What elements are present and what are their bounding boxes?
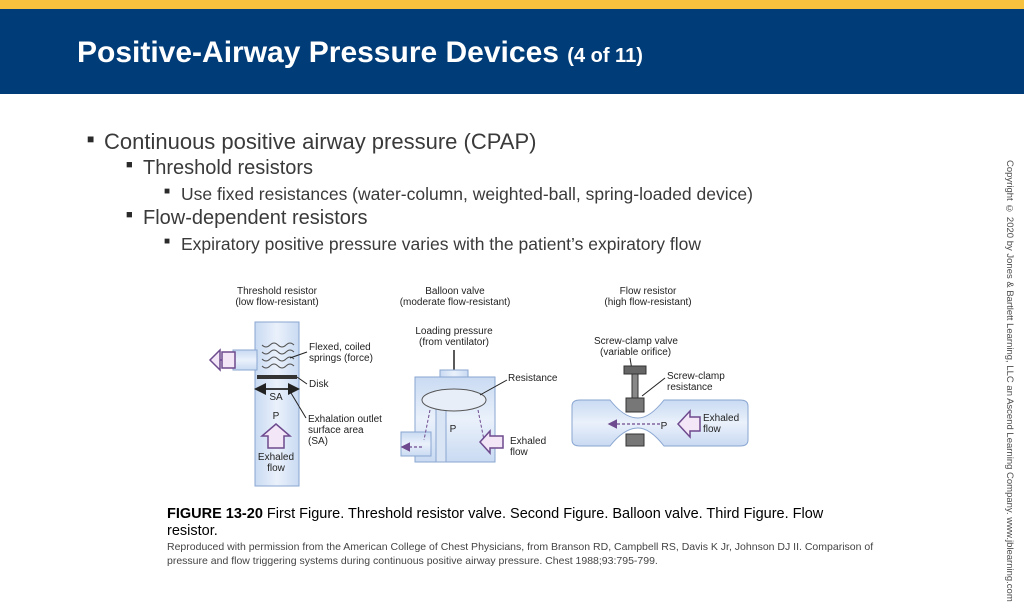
bullet-threshold: ■ Threshold resistors [126,157,314,180]
flow-exhaled-label-1: Exhaled [703,413,739,424]
loading-label-2: (from ventilator) [419,337,489,348]
balloon [421,388,487,412]
bullet-cpap: ■ Continuous positive airway pressure (C… [87,129,537,155]
threshold-tube [254,321,300,487]
bullet-threshold-detail: ■ Use fixed resistances (water-column, w… [164,184,753,205]
figure-caption-label: FIGURE 13-20 [167,506,263,522]
top-accent-stripe [0,0,1024,9]
threshold-subtitle: (low flow-resistant) [235,297,318,308]
bullet-threshold-text: Threshold resistors [143,157,314,179]
clamp-label-2: (variable orifice) [600,347,671,358]
bullet-marker: ■ [87,132,95,146]
screw-label-2: resistance [667,382,713,393]
springs-label-2: springs (force) [309,353,373,364]
bullet-flow-text: Flow-dependent resistors [143,207,368,229]
outlet-flow-arrow-body [221,351,236,369]
exhaled-flow-label-2: flow [267,463,286,474]
slide-title: Positive-Airway Pressure Devices (4 of 1… [77,36,643,70]
exhaled-flow-arrow [259,423,293,449]
balloon-exhaled-arrow [478,429,504,455]
balloon-outlet [400,431,432,457]
figure-caption-text: First Figure. Threshold resistor valve. … [167,506,824,539]
flow-p-label: P [661,421,668,432]
bullet-marker: ■ [126,159,133,171]
spring-coils [261,342,295,369]
balloon-flow-label-2: flow [510,447,529,458]
balloon-p-label: P [450,424,457,435]
outlet-leader [290,392,307,419]
balloon-valve-diagram: Balloon valve (moderate flow-resistant) … [400,286,558,463]
disk [257,375,297,379]
threshold-outlet [232,349,258,371]
copyright-notice: Copyright © 2020 by Jones & Bartlett Lea… [1004,160,1015,602]
threshold-title: Threshold resistor [237,286,318,297]
title-band [0,9,1024,94]
title-main: Positive-Airway Pressure Devices [77,36,559,69]
bullet-flow: ■ Flow-dependent resistors [126,207,368,230]
loading-label-1: Loading pressure [415,326,493,337]
balloon-flow-label-1: Exhaled [510,436,546,447]
bullet-flow-detail: ■ Expiratory positive pressure varies wi… [164,234,702,255]
flow-tube [571,399,749,447]
clamp-bottom [625,433,645,447]
bullet-marker: ■ [126,209,133,221]
sa-label: SA [269,392,283,403]
screw-leader [641,377,666,397]
resistance-leader [479,379,508,396]
figure-caption: FIGURE 13-20 First Figure. Threshold res… [167,506,867,540]
bullet-cpap-text: Continuous positive airway pressure (CPA… [104,129,537,154]
figure-13-20: Threshold resistor (low flow-resistant) … [208,286,749,487]
balloon-title: Balloon valve [425,286,485,297]
screw-label-1: Screw-clamp [667,371,725,382]
springs-leader [289,351,308,359]
resistance-label: Resistance [508,373,558,384]
flow-exhaled-arrow [676,409,701,439]
figure-credit: Reproduced with permission from the Amer… [167,541,874,567]
flow-resistor-subtitle: (high flow-resistant) [604,297,691,308]
clamp-top [625,397,645,413]
balloon-stem [435,405,447,463]
disk-label: Disk [309,379,329,390]
title-counter: (4 of 11) [567,45,643,67]
outlet-label-2: surface area [308,425,364,436]
springs-label-1: Flexed, coiled [309,342,371,353]
bullet-marker: ■ [164,236,171,247]
exhaled-flow-label-1: Exhaled [258,452,294,463]
p-label: P [273,411,280,422]
disk-leader [296,376,308,385]
bullet-flow-detail-text: Expiratory positive pressure varies with… [181,234,702,254]
flow-resistor-diagram: Flow resistor (high flow-resistant) Scre… [571,286,749,447]
clamp-label-1: Screw-clamp valve [594,336,678,347]
outlet-label-3: (SA) [308,436,328,447]
threshold-resistor-diagram: Threshold resistor (low flow-resistant) … [208,286,382,487]
flow-exhaled-label-2: flow [703,424,722,435]
bullet-marker: ■ [164,186,171,197]
bullet-threshold-detail-text: Use fixed resistances (water-column, wei… [181,184,753,204]
flow-resistor-title: Flow resistor [620,286,677,297]
screw-knob [623,365,647,375]
outlet-label-1: Exhalation outlet [308,414,382,425]
balloon-subtitle: (moderate flow-resistant) [400,297,511,308]
balloon-flow-paths [423,409,485,441]
